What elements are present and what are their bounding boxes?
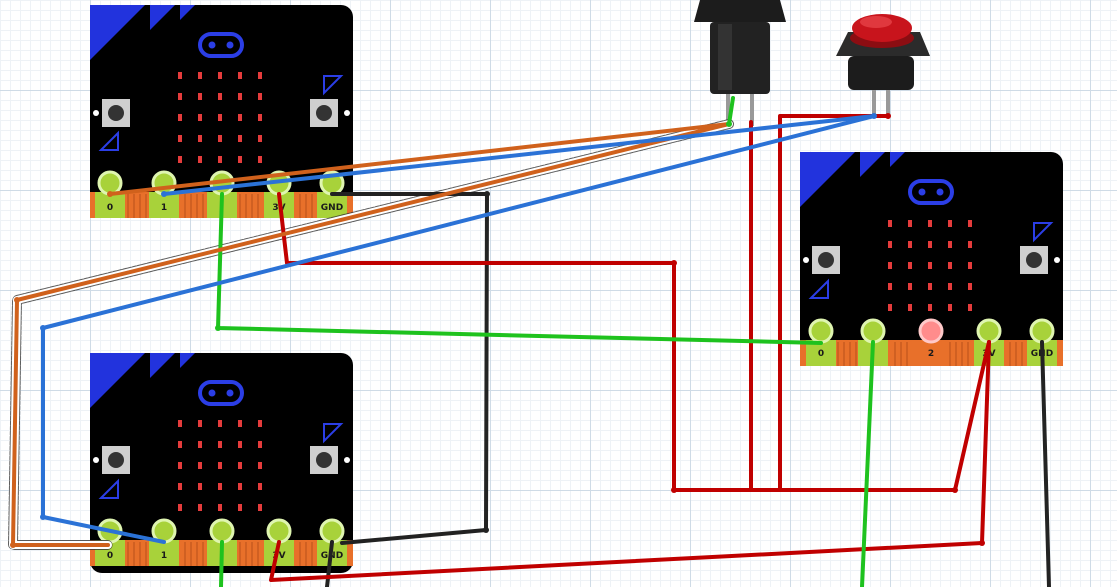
button-a[interactable] xyxy=(93,446,130,474)
green-wire[interactable] xyxy=(860,340,875,587)
board-corner-stripe xyxy=(860,152,885,177)
pin-label-3v: 3V xyxy=(272,551,285,561)
blue-wire[interactable] xyxy=(162,114,876,196)
red-wire[interactable] xyxy=(778,114,890,492)
led-matrix xyxy=(178,72,262,163)
microbit-logo-icon xyxy=(198,380,244,406)
board-corner-stripe xyxy=(150,5,175,30)
logo-dot xyxy=(208,389,216,397)
pin-label-0: 0 xyxy=(107,203,113,213)
button-b-marker-icon xyxy=(323,75,344,96)
edge-connector-teeth xyxy=(127,194,313,218)
logo-dot xyxy=(226,41,234,49)
green-wire[interactable] xyxy=(219,540,224,587)
pushbutton-shine xyxy=(718,24,732,90)
logo-dot xyxy=(226,389,234,397)
edge-connector-teeth xyxy=(837,342,1023,366)
board-corner-logo xyxy=(90,353,145,408)
pushbutton-icon xyxy=(694,0,786,22)
microbit-logo-icon xyxy=(198,32,244,58)
board-corner-stripe xyxy=(150,353,175,378)
pin-label-1: 1 xyxy=(161,203,167,213)
pin-label-0: 0 xyxy=(818,349,824,359)
microbit-logo-icon xyxy=(908,179,954,205)
red-pushbutton[interactable] xyxy=(836,14,930,114)
microbit-board-a[interactable]: 0 1 3V GND xyxy=(90,5,353,218)
microbit-board-c[interactable]: 0 2 3V GND xyxy=(800,152,1063,366)
button-b[interactable] xyxy=(310,99,350,127)
board-corner-logo xyxy=(90,5,145,60)
button-a-marker-icon xyxy=(98,478,119,499)
pushbutton-lead xyxy=(750,94,754,126)
led-matrix xyxy=(178,420,262,511)
red-wire[interactable] xyxy=(269,340,991,582)
pin-label-2: 2 xyxy=(928,349,934,359)
red-wire[interactable] xyxy=(277,192,991,492)
button-b[interactable] xyxy=(310,446,350,474)
pushbutton-lead xyxy=(872,90,876,114)
pin-label-0: 0 xyxy=(107,551,113,561)
blue-wire[interactable] xyxy=(41,114,876,544)
logo-dot xyxy=(936,188,944,196)
wires[interactable] xyxy=(8,96,1051,587)
pin-label-1: 1 xyxy=(161,551,167,561)
button-b-marker-icon xyxy=(1033,222,1054,243)
black-wire[interactable] xyxy=(1040,340,1051,587)
led-matrix xyxy=(888,220,972,311)
button-b[interactable] xyxy=(1020,246,1060,274)
orange-wire[interactable] xyxy=(11,122,731,547)
button-b-marker-icon xyxy=(323,423,344,444)
black-wire[interactable] xyxy=(325,540,334,587)
pushbutton-cap-shine xyxy=(860,16,892,28)
button-a-marker-icon xyxy=(808,278,829,299)
pushbutton-lead xyxy=(886,90,890,114)
pin-label-gnd: GND xyxy=(321,203,343,213)
logo-dot xyxy=(918,188,926,196)
black-pushbutton[interactable] xyxy=(694,0,786,126)
board-corner-stripe xyxy=(890,152,905,167)
button-a-marker-icon xyxy=(98,130,119,151)
orange-wire[interactable] xyxy=(108,122,731,196)
green-wire[interactable] xyxy=(727,96,735,126)
board-corner-stripe xyxy=(180,353,195,368)
button-a[interactable] xyxy=(803,246,840,274)
button-a[interactable] xyxy=(93,99,130,127)
board-body xyxy=(800,152,1063,364)
black-wire[interactable] xyxy=(330,192,489,545)
board-corner-stripe xyxy=(180,5,195,20)
board-body xyxy=(90,5,353,215)
board-corner-logo xyxy=(800,152,855,207)
logo-dot xyxy=(208,41,216,49)
wire-endpoints[interactable] xyxy=(10,113,985,548)
edge-connector-teeth xyxy=(127,542,313,566)
microbit-board-b[interactable]: 0 1 3V GND xyxy=(90,353,353,573)
pushbutton-body xyxy=(848,56,914,90)
pushbutton-lead xyxy=(726,94,730,126)
